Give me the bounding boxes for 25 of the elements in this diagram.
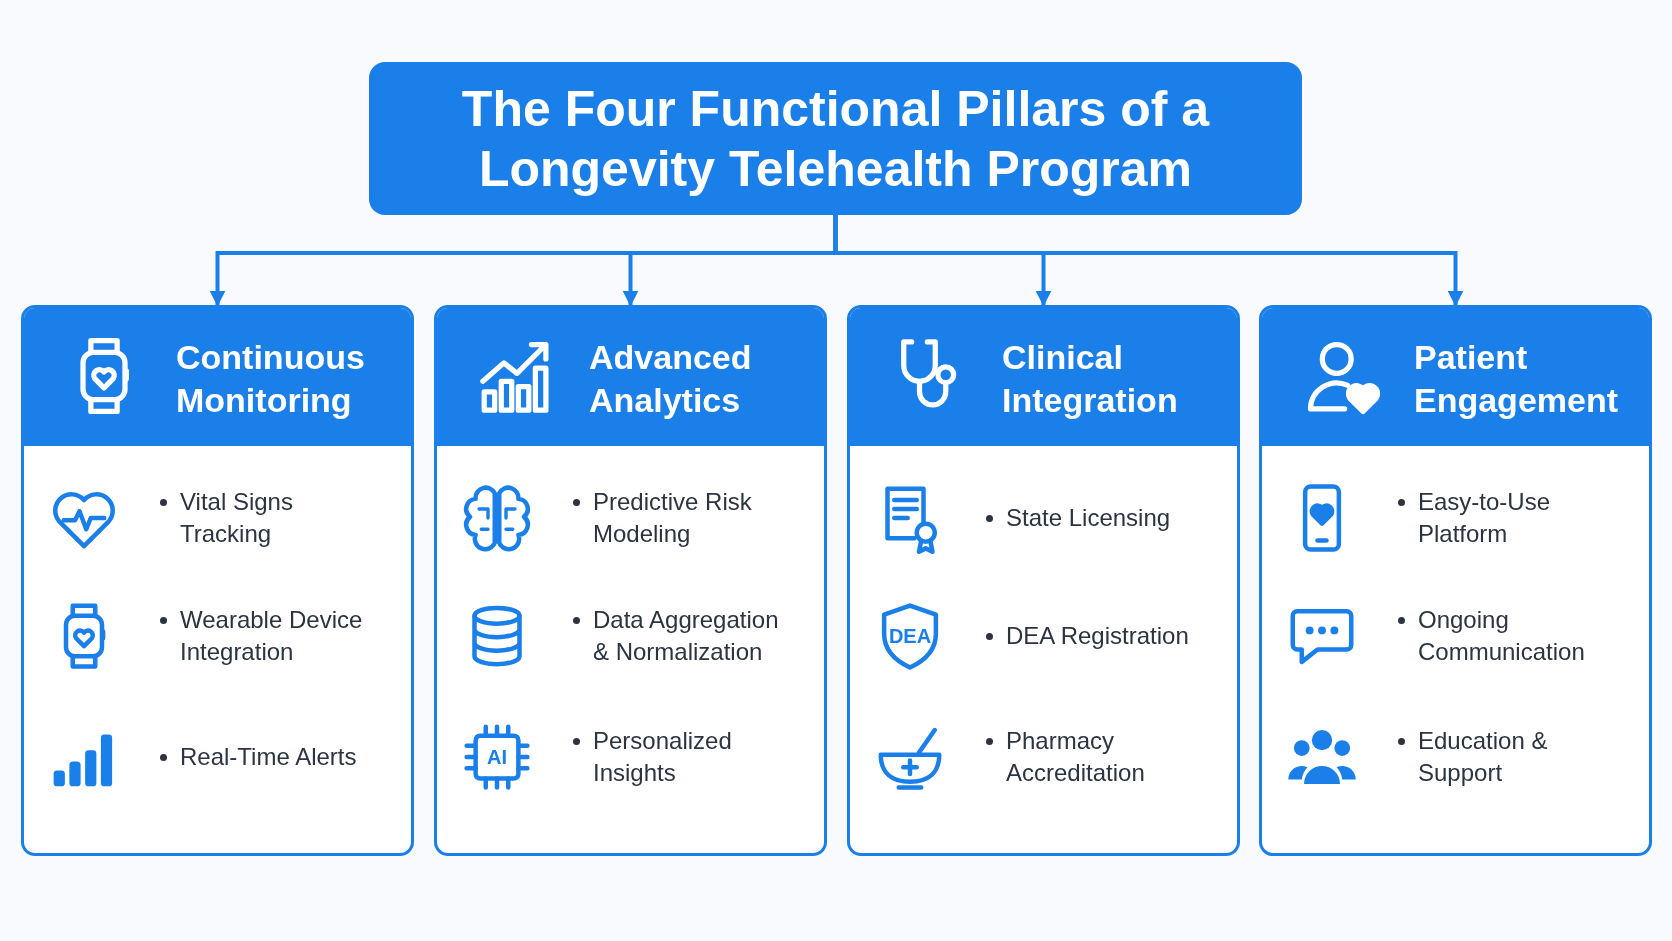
title-box [369, 62, 1302, 215]
pillar-heading: Patient Engagement [1414, 337, 1620, 421]
pillar-heading: Advanced Analytics [589, 337, 753, 421]
bullet-text: Wearable Device Integration [180, 605, 364, 668]
arrow [833, 215, 1464, 307]
bullet-text: Easy-to-Use Platform [1418, 487, 1552, 550]
pillar-card [1259, 305, 1652, 856]
bullet-text: State Licensing [1006, 503, 1172, 533]
bullet-text: Vital Signs Tracking [180, 487, 294, 550]
icon-label: DEA [888, 626, 932, 646]
bullet-text: Education & Support [1418, 726, 1549, 789]
bullet-text: Ongoing Communication [1418, 605, 1586, 668]
pillar-heading: Clinical Integration [1002, 337, 1179, 421]
pillar-heading: Continuous Monitoring [176, 337, 366, 421]
bullet-text: Real-Time Alerts [180, 742, 358, 772]
bullet-text: DEA Registration [1006, 621, 1190, 651]
title-text: The Four Functional Pillars of a Longevity Telehealth Program [460, 79, 1211, 199]
bullet-text: Pharmacy Accreditation [1006, 726, 1146, 789]
pillar-card [21, 305, 414, 856]
bullet-text: Predictive Risk Modeling [593, 487, 753, 550]
bullet-text: Data Aggregation & Normalization [593, 605, 780, 668]
pillar-card [847, 305, 1240, 856]
bullet-text: Personalized Insights [593, 726, 733, 789]
pillar-card [434, 305, 827, 856]
icon-label: AI [487, 747, 507, 767]
